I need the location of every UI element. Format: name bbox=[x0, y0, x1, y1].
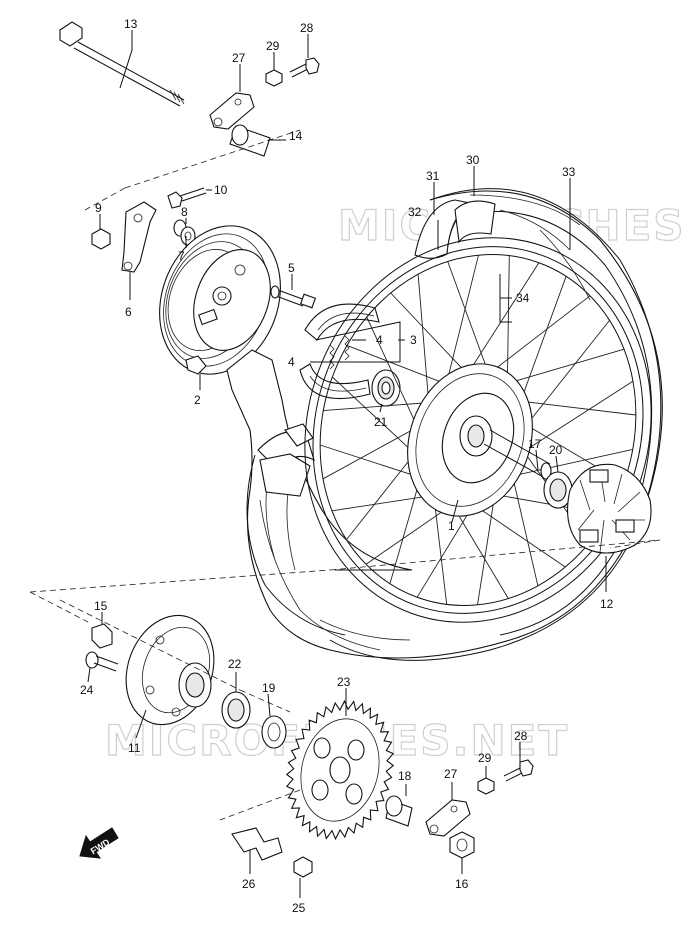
sprocket-collar bbox=[91, 623, 113, 649]
torque-link bbox=[121, 201, 157, 273]
spoke bbox=[514, 380, 634, 458]
spoke bbox=[499, 348, 625, 387]
spoke bbox=[390, 292, 474, 381]
label-8: 8 bbox=[181, 205, 188, 219]
label-16: 16 bbox=[455, 877, 469, 891]
tire-section-lower bbox=[257, 423, 315, 497]
nut-bottom bbox=[477, 777, 495, 795]
label-4-lower: 4 bbox=[288, 355, 295, 369]
label-1: 1 bbox=[448, 519, 455, 533]
label-28-top: 28 bbox=[300, 21, 314, 35]
label-26: 26 bbox=[242, 877, 256, 891]
spoke bbox=[481, 295, 591, 380]
label-3: 3 bbox=[410, 333, 417, 347]
sprocket-carrier bbox=[125, 614, 215, 726]
spoke bbox=[319, 444, 428, 481]
chain-adjuster-top bbox=[209, 92, 255, 130]
hub-spacer bbox=[483, 429, 552, 480]
brake-panel bbox=[159, 225, 281, 375]
shoe-spring-2 bbox=[344, 335, 350, 361]
bolt-top bbox=[289, 57, 320, 78]
spoke bbox=[323, 401, 437, 412]
spoke bbox=[366, 316, 422, 437]
label-9: 9 bbox=[95, 201, 102, 215]
label-27-top: 27 bbox=[232, 51, 246, 65]
sprocket-bearing bbox=[221, 691, 251, 729]
label-34: 34 bbox=[516, 291, 530, 305]
lock-washer bbox=[231, 827, 283, 861]
assembly-line-lower bbox=[59, 599, 301, 821]
spoke bbox=[322, 422, 426, 480]
label-4-upper: 4 bbox=[376, 333, 383, 347]
chain-adjuster-bottom bbox=[425, 799, 471, 837]
label-15: 15 bbox=[94, 599, 108, 613]
wheel-hub bbox=[407, 363, 533, 517]
part-labels: 13 28 29 27 14 10 9 8 7 6 5 4 4 3 2 21 3… bbox=[80, 17, 614, 915]
spokes bbox=[319, 255, 636, 605]
label-7: 7 bbox=[178, 249, 185, 263]
rear-sprocket bbox=[285, 699, 395, 841]
label-5: 5 bbox=[288, 261, 295, 275]
label-22: 22 bbox=[228, 657, 242, 671]
spoke bbox=[506, 255, 510, 393]
label-23: 23 bbox=[337, 675, 351, 689]
spoke bbox=[443, 255, 479, 395]
leader-lines bbox=[87, 30, 607, 898]
assembly-line-middle bbox=[29, 539, 661, 623]
label-32: 32 bbox=[408, 205, 422, 219]
spoke bbox=[503, 448, 633, 479]
label-10: 10 bbox=[214, 183, 228, 197]
nut-torque-link bbox=[91, 228, 111, 250]
label-18: 18 bbox=[398, 769, 412, 783]
sprocket-bolt bbox=[85, 651, 119, 672]
axle-spacer bbox=[385, 795, 413, 827]
label-28-bottom: 28 bbox=[514, 729, 528, 743]
spoke bbox=[447, 261, 493, 383]
nut-top bbox=[265, 69, 283, 87]
spoke bbox=[331, 376, 422, 460]
bolt-torque-link bbox=[167, 187, 207, 209]
label-33: 33 bbox=[562, 165, 576, 179]
label-29-bottom: 29 bbox=[478, 751, 492, 765]
axle-shaft bbox=[59, 21, 185, 107]
spoke bbox=[466, 499, 566, 568]
label-24: 24 bbox=[80, 683, 94, 697]
label-30: 30 bbox=[466, 153, 480, 167]
label-17: 17 bbox=[528, 437, 542, 451]
brake-cam bbox=[270, 285, 317, 309]
spoke bbox=[461, 262, 540, 383]
spacer-collar bbox=[229, 124, 271, 157]
label-2: 2 bbox=[194, 393, 201, 407]
inner-tube bbox=[454, 200, 496, 244]
oil-seal bbox=[261, 715, 287, 749]
spoke bbox=[509, 466, 539, 586]
axle-nut bbox=[449, 831, 475, 859]
label-13: 13 bbox=[124, 17, 138, 31]
spoke bbox=[346, 344, 454, 388]
sprocket-nut bbox=[293, 856, 313, 878]
label-12: 12 bbox=[600, 597, 614, 611]
label-20: 20 bbox=[549, 443, 563, 457]
spoke bbox=[519, 320, 610, 434]
bolt-bottom bbox=[503, 759, 534, 782]
label-21: 21 bbox=[374, 415, 388, 429]
label-11: 11 bbox=[128, 741, 141, 755]
label-31: 31 bbox=[426, 169, 440, 183]
label-29-top: 29 bbox=[266, 39, 280, 53]
label-14: 14 bbox=[289, 129, 303, 143]
spoke bbox=[516, 276, 567, 412]
spoke bbox=[417, 274, 431, 414]
wheel-bearing-left bbox=[371, 369, 401, 407]
label-6: 6 bbox=[125, 305, 132, 319]
label-27-bottom: 27 bbox=[444, 767, 458, 781]
label-25: 25 bbox=[292, 901, 306, 915]
shoe-spring-1 bbox=[329, 344, 335, 370]
label-19: 19 bbox=[262, 681, 276, 695]
spoke bbox=[512, 399, 636, 416]
fwd-arrow: FWD bbox=[79, 827, 119, 859]
drive-cushion bbox=[567, 463, 652, 554]
